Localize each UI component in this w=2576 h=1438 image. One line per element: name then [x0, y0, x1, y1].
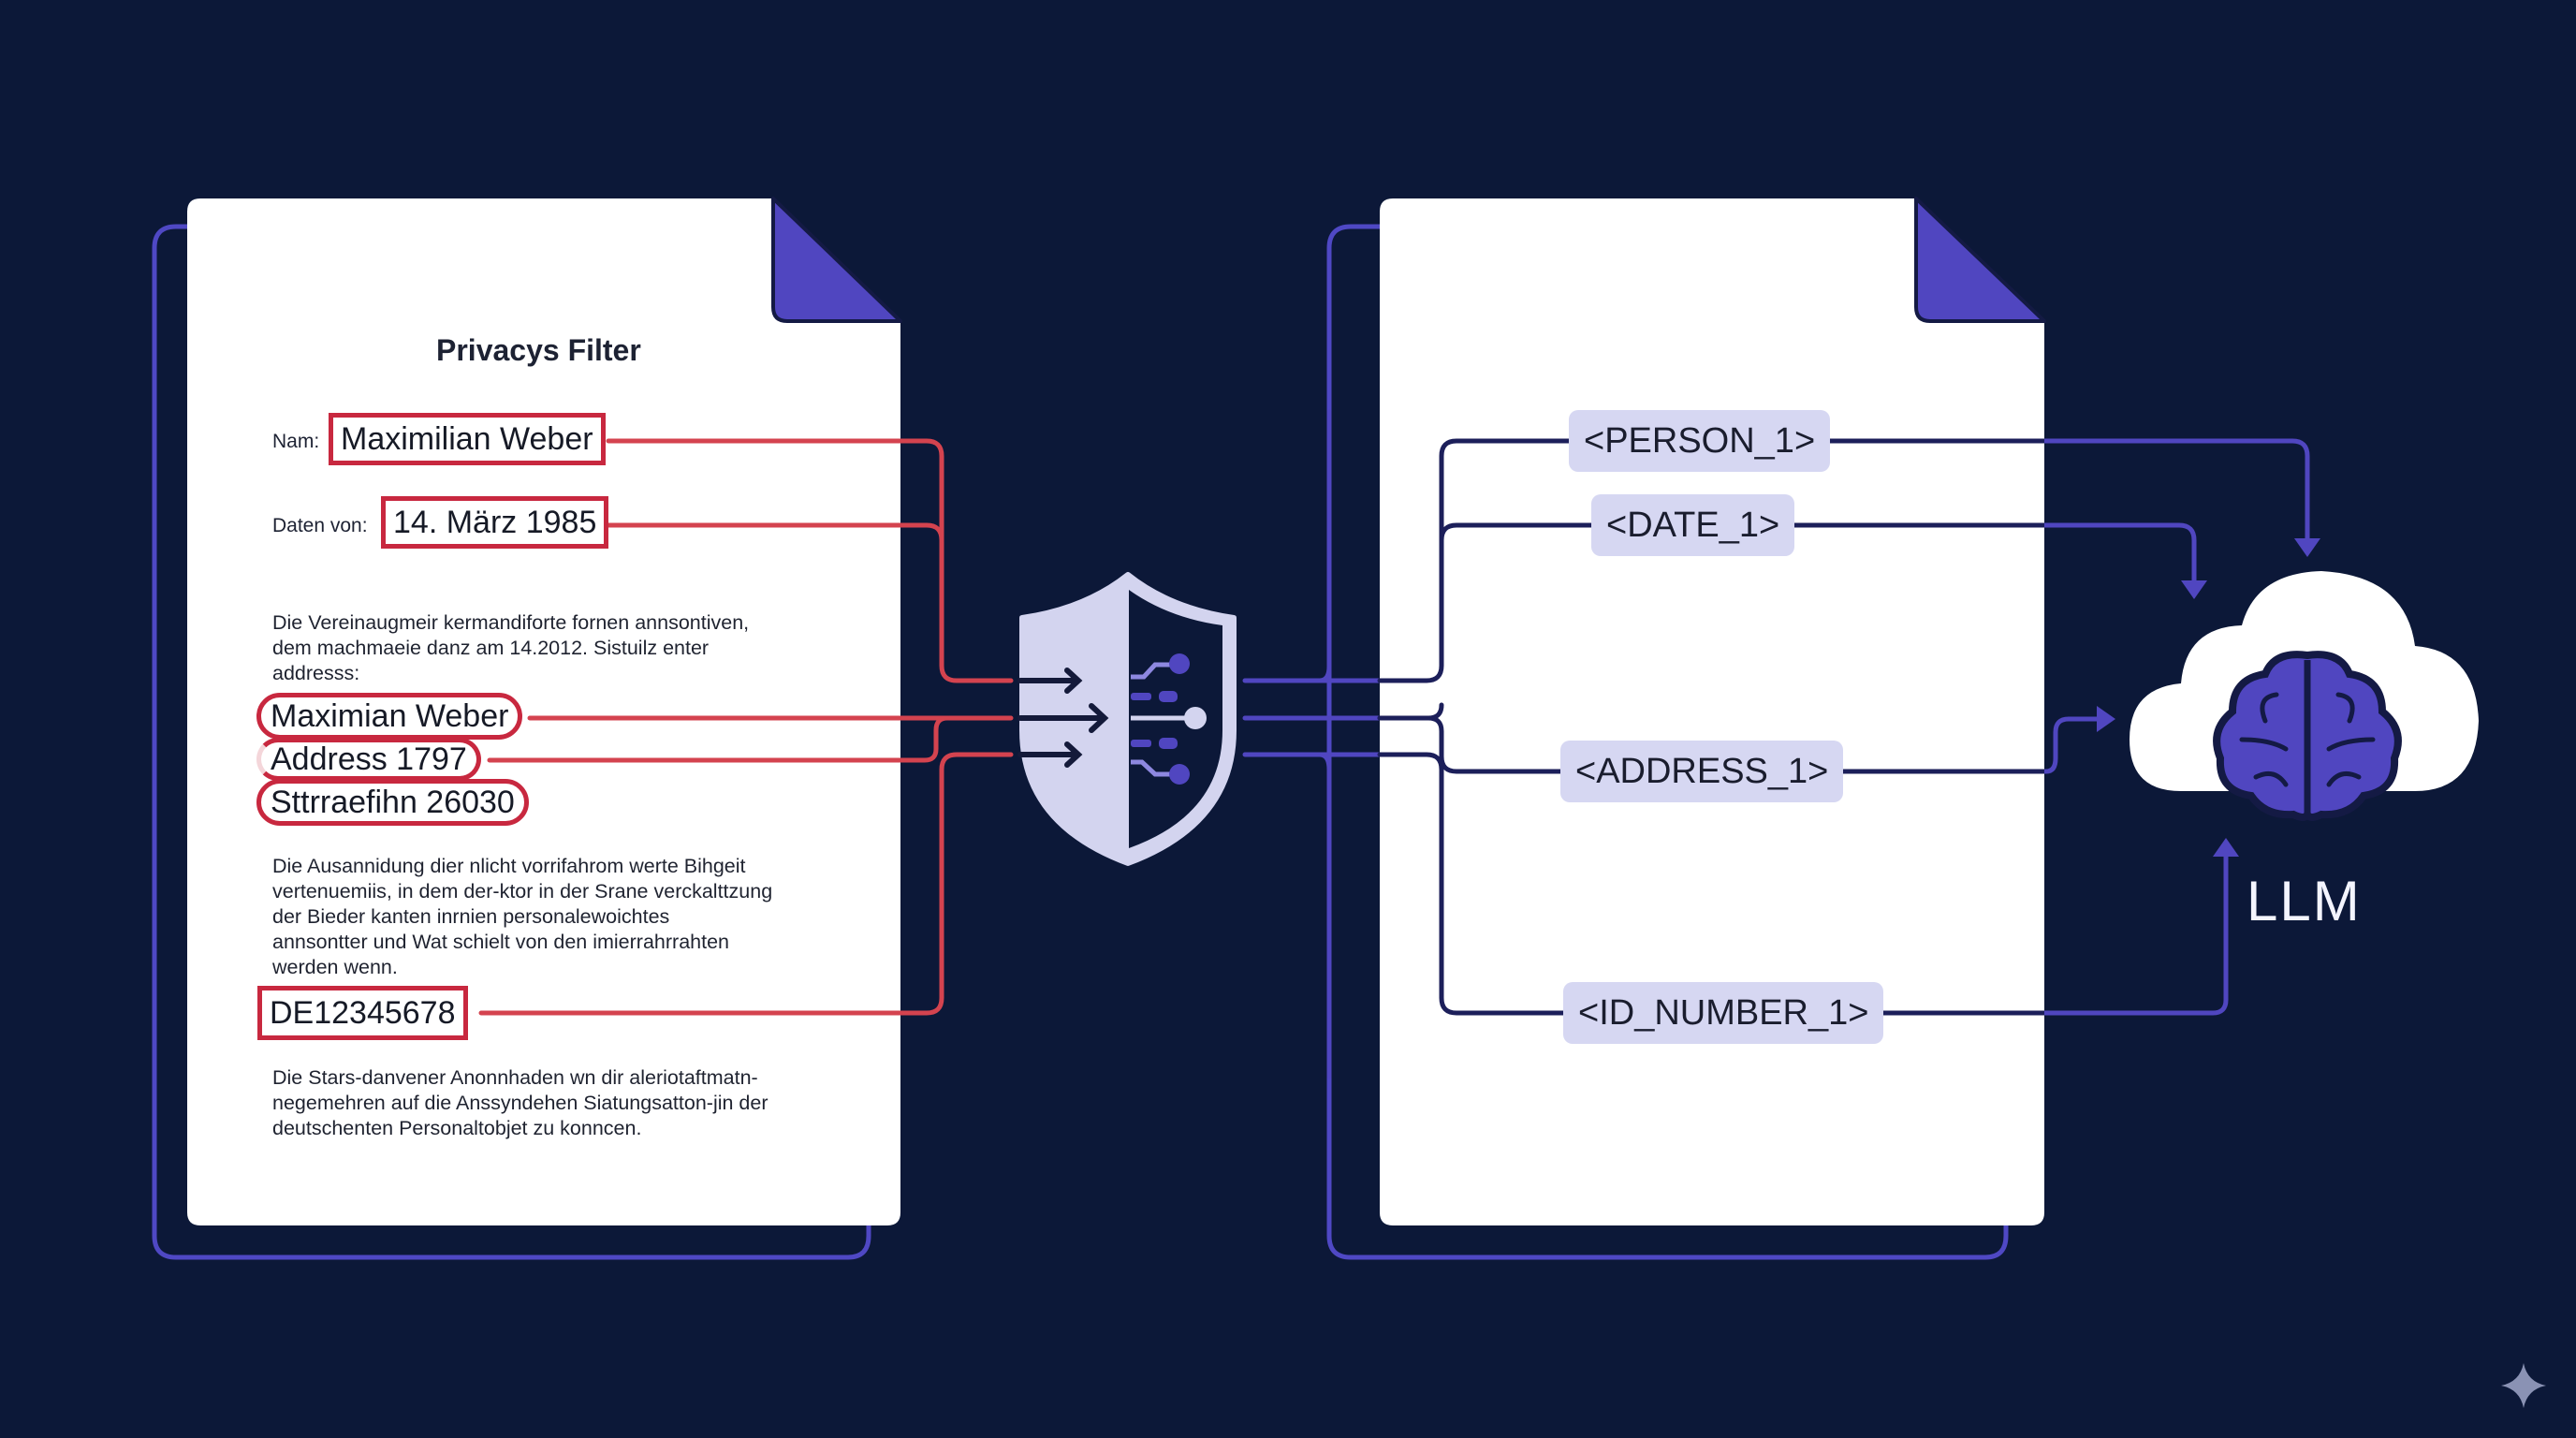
paragraph-line: annsontter und Wat schielt von den imier… — [272, 931, 729, 953]
paragraph-line: deutschenten Personaltobjet zu konncen. — [272, 1117, 642, 1139]
token-person[interactable]: <PERSON_1> — [1569, 410, 1831, 472]
arrow-address — [2044, 716, 2097, 774]
token-date[interactable]: <DATE_1> — [1591, 494, 1795, 556]
paragraph-line: dem machmaeie danz am 14.2012. Sistuilz … — [272, 637, 710, 659]
paragraph-1: Die Vereinaugmeir kermandiforte fornen a… — [272, 610, 749, 686]
connector-id — [478, 752, 1014, 1016]
pii-address-name[interactable]: Maximian Weber — [256, 693, 523, 740]
paragraph-line: negemehren auf die Anssyndehen Siatungsa… — [272, 1092, 768, 1114]
llm-label: LLM — [2247, 870, 2362, 932]
arrow-person — [2044, 438, 2310, 538]
output-document-fold — [1914, 197, 2046, 323]
sparkle-icon — [2501, 1363, 2546, 1408]
output-document-frame — [1326, 224, 2009, 1260]
paragraph-line: addresss: — [272, 662, 360, 684]
pii-address-street[interactable]: Address 1797 — [256, 738, 481, 781]
brain-icon — [2213, 651, 2402, 821]
input-document-fold — [771, 197, 902, 323]
tokenized-connectors — [1242, 409, 1383, 1079]
paragraph-line: Die Ausannidung dier nlicht vorrifahrom … — [272, 855, 746, 877]
output-document — [1380, 198, 2044, 1225]
arrowheads — [2097, 538, 2320, 857]
pii-address-city[interactable]: Sttrraefihn 26030 — [256, 779, 529, 826]
token-address[interactable]: <ADDRESS_1> — [1560, 741, 1844, 802]
input-document-frame — [152, 224, 871, 1260]
connector-frame-lower — [1317, 752, 1332, 1079]
paragraph-2: Die Ausannidung dier nlicht vorrifahrom … — [272, 854, 772, 980]
arrow-id — [2044, 857, 2229, 1016]
field-label-date: Daten von: — [272, 515, 368, 536]
arrow-date — [2044, 522, 2197, 580]
connector-name — [606, 438, 1014, 683]
pii-date[interactable]: 14. März 1985 — [381, 496, 609, 549]
token-branches — [1377, 438, 2047, 1016]
field-label-name: Nam: — [272, 431, 320, 452]
circuit-icon — [1131, 653, 1207, 785]
pii-id-number[interactable]: DE12345678 — [257, 986, 468, 1040]
paragraph-line: der Bieder kanten inrnien personalewoich… — [272, 905, 670, 928]
document-title: Privacys Filter — [436, 333, 641, 367]
pii-connectors — [478, 438, 1014, 1016]
shield-icon — [1017, 572, 1237, 866]
llm-arrows — [2044, 438, 2310, 1016]
token-id-number[interactable]: <ID_NUMBER_1> — [1563, 982, 1884, 1044]
pii-name[interactable]: Maximilian Weber — [329, 413, 606, 465]
connector-address-street — [487, 715, 950, 763]
paragraph-line: Die Vereinaugmeir kermandiforte fornen a… — [272, 611, 750, 634]
connector-frame-upper — [1317, 409, 1332, 683]
paragraph-line: vertenuemiis, in dem der-ktor in der Sra… — [272, 880, 773, 902]
paragraph-line: Die Stars-danvener Anonnhaden wn dir ale… — [272, 1066, 758, 1089]
connector-date — [604, 522, 944, 543]
paragraph-line: werden wenn. — [272, 956, 398, 978]
paragraph-3: Die Stars-danvener Anonnhaden wn dir ale… — [272, 1065, 768, 1141]
